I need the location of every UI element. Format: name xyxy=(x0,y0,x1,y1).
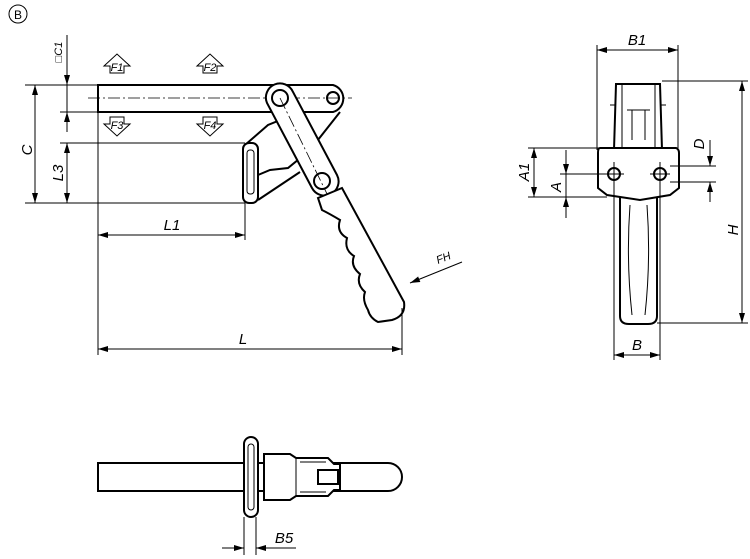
link-pivot-top xyxy=(271,89,289,107)
force-f2-arrow: F2 xyxy=(195,53,225,74)
clamp-pin xyxy=(317,469,339,485)
dimension-l: L xyxy=(98,331,402,352)
svg-text:H: H xyxy=(725,224,742,235)
dimension-c1: □C1 xyxy=(53,35,70,132)
link-arm xyxy=(264,82,340,197)
front-view: B1 H A1 A D B xyxy=(516,32,748,360)
dimension-c: C xyxy=(19,85,38,203)
dimension-l1: L1 xyxy=(98,217,245,238)
svg-text:□C1: □C1 xyxy=(53,42,65,63)
spindle-ring-top xyxy=(243,436,259,518)
force-f4-arrow: F4 xyxy=(195,116,225,137)
svg-text:A: A xyxy=(548,182,565,193)
dimension-a: A xyxy=(548,150,569,218)
top-view: B5 xyxy=(97,436,403,555)
dimension-l3: L3 xyxy=(50,143,70,203)
force-f3-arrow: F3 xyxy=(102,116,132,137)
svg-text:F1: F1 xyxy=(111,62,124,74)
svg-text:B: B xyxy=(632,337,642,354)
side-view: F1 F2 F3 F4 FH □C1 C xyxy=(19,35,463,355)
svg-text:L: L xyxy=(239,331,247,348)
dimension-a1: A1 xyxy=(516,148,537,197)
dimension-d: D xyxy=(691,138,713,202)
force-f1-arrow: F1 xyxy=(102,53,132,74)
link-pivot-bottom xyxy=(313,172,331,190)
svg-text:L3: L3 xyxy=(50,164,67,181)
svg-text:F3: F3 xyxy=(111,120,125,132)
svg-text:B1: B1 xyxy=(628,32,646,49)
dimension-b5: B5 xyxy=(222,530,296,551)
svg-text:L1: L1 xyxy=(164,217,181,234)
svg-text:FH: FH xyxy=(435,250,453,267)
svg-text:A1: A1 xyxy=(516,163,533,182)
svg-text:B5: B5 xyxy=(275,530,294,547)
dimension-b: B xyxy=(614,337,660,358)
handle-grip xyxy=(316,186,406,324)
svg-text:D: D xyxy=(691,138,708,149)
dimension-h: H xyxy=(725,81,745,323)
handle-front xyxy=(619,196,658,325)
svg-text:C: C xyxy=(19,144,36,155)
dimension-b1: B1 xyxy=(597,32,678,53)
view-marker: B xyxy=(8,4,28,24)
svg-text:B: B xyxy=(14,8,22,22)
force-fh-arrow: FH xyxy=(409,250,463,284)
svg-text:F4: F4 xyxy=(204,120,217,132)
mounting-plate xyxy=(597,147,680,202)
clamping-bar xyxy=(97,84,345,113)
svg-text:F2: F2 xyxy=(204,62,217,74)
